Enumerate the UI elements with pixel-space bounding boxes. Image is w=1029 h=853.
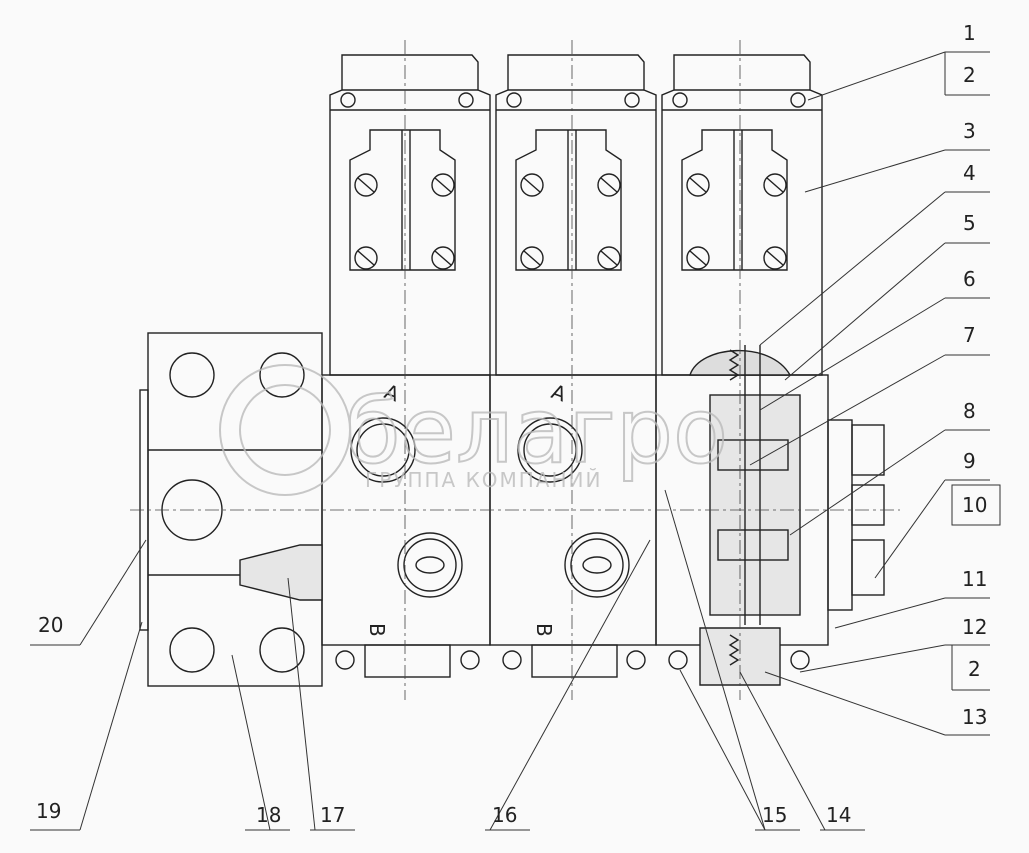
watermark-logo: белагро xyxy=(345,379,728,484)
callout-17: 17 xyxy=(320,803,345,827)
callout-2b: 2 xyxy=(968,657,981,681)
callout-12: 12 xyxy=(962,615,987,639)
callout-1: 1 xyxy=(963,21,976,45)
callout-7: 7 xyxy=(963,323,976,347)
callout-9: 9 xyxy=(963,449,976,473)
callout-18: 18 xyxy=(256,803,281,827)
watermark: белагро ГРУППА КОМПАНИЙ xyxy=(219,364,729,496)
callout-2: 2 xyxy=(963,63,976,87)
callout-4: 4 xyxy=(963,161,976,185)
port-label-b1: B xyxy=(365,623,389,637)
callout-13: 13 xyxy=(962,705,987,729)
callout-19: 19 xyxy=(36,799,61,823)
callout-20: 20 xyxy=(38,613,63,637)
callout-8: 8 xyxy=(963,399,976,423)
callout-14: 14 xyxy=(826,803,851,827)
callout-5: 5 xyxy=(963,211,976,235)
port-label-b2: B xyxy=(532,623,556,637)
callout-3: 3 xyxy=(963,119,976,143)
callout-16: 16 xyxy=(492,803,517,827)
drawing-lines xyxy=(139,54,885,687)
solenoid xyxy=(329,54,491,376)
leader-lines xyxy=(30,51,1001,831)
callout-10: 10 xyxy=(962,493,987,517)
callout-15: 15 xyxy=(762,803,787,827)
callout-6: 6 xyxy=(963,267,976,291)
watermark-tagline: ГРУППА КОМПАНИЙ xyxy=(365,468,602,492)
centerlines xyxy=(130,40,900,700)
callout-11: 11 xyxy=(962,567,987,591)
